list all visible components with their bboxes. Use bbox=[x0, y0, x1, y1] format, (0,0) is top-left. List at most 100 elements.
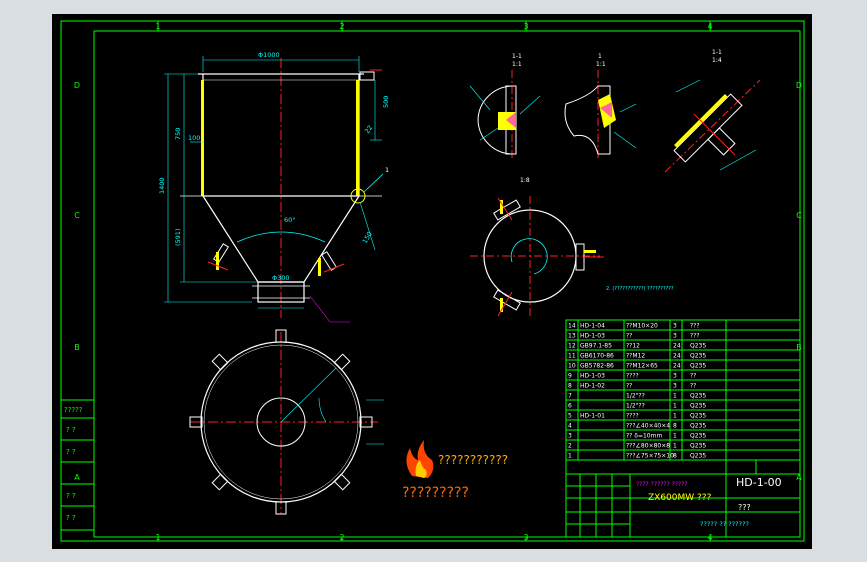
bom-cell-mat: Q235 bbox=[690, 413, 706, 420]
detail-3-scale: 1:4 bbox=[712, 57, 722, 64]
detail-1-title: 1-1 bbox=[512, 53, 522, 60]
bom-cell-mat: Q235 bbox=[690, 403, 706, 410]
bom-cell-code: HD-1-04 bbox=[580, 323, 605, 330]
stamp-5: ? ? bbox=[66, 514, 76, 522]
hopper-elevation: Φ1000 500 750 1400 100 (591) 60° Φ300 22… bbox=[158, 51, 390, 323]
bom-cell-no: 6 bbox=[568, 403, 572, 410]
dim-100: 100 bbox=[188, 134, 200, 142]
bom-cell-qty: 1 bbox=[673, 443, 677, 450]
col-mark-3-bottom: 3 bbox=[523, 533, 528, 542]
bom-cell-qty: 3 bbox=[673, 323, 677, 330]
col-mark-1-bottom: 1 bbox=[155, 533, 160, 542]
bom-cell-qty: 24 bbox=[673, 363, 681, 370]
bom-cell-qty: 3 bbox=[673, 333, 677, 340]
bom-cell-qty: 8 bbox=[673, 423, 677, 430]
bom-cell-mat: Q235 bbox=[690, 423, 706, 430]
bom-cell-no: 7 bbox=[568, 393, 572, 400]
bom-cell-no: 13 bbox=[568, 333, 576, 340]
bom-cell-code: GB97.1-85 bbox=[580, 343, 612, 350]
bom-cell-mat: Q235 bbox=[690, 353, 706, 360]
bom-cell-qty: 3 bbox=[673, 373, 677, 380]
watermark-line-1: ??????????? bbox=[438, 453, 508, 467]
bom-cell-mat: Q235 bbox=[690, 453, 706, 460]
stamp-3: ? ? bbox=[66, 448, 76, 456]
detail-inlet-view: 1:8 bbox=[470, 177, 604, 318]
outer-border bbox=[60, 20, 805, 542]
dim-angle: 60° bbox=[284, 216, 296, 224]
bom-cell-mat: ??? bbox=[690, 333, 700, 340]
inner-border bbox=[93, 30, 801, 538]
detail-1: 1 1:1 bbox=[564, 53, 637, 160]
bom-cell-mat: Q235 bbox=[690, 433, 706, 440]
bom-cell-name: ??M12 bbox=[626, 353, 645, 360]
col-mark-3: 3 bbox=[523, 22, 528, 31]
bom-cell-qty: 3 bbox=[673, 383, 677, 390]
bom-cell-code: GB5782-86 bbox=[580, 363, 614, 370]
bom-cell-name: 1/2"?? bbox=[626, 403, 645, 410]
bom-cell-no: 11 bbox=[568, 353, 576, 360]
bom-cell-name: ?? bbox=[626, 333, 632, 340]
bom-cell-name: ?? bbox=[626, 383, 632, 390]
detail-2-scale: 1:1 bbox=[596, 61, 606, 68]
flame-logo bbox=[406, 440, 434, 478]
bom-cell-no: 8 bbox=[568, 383, 572, 390]
bom-cell-name: ?? δ=10mm bbox=[626, 433, 662, 440]
dim-bottom-width: Φ300 bbox=[272, 274, 290, 282]
detail-4-title: 1:8 bbox=[520, 177, 530, 184]
bom-cell-qty: 1 bbox=[673, 393, 677, 400]
bom-cell-code: HD-1-01 bbox=[580, 413, 605, 420]
bom-cell-mat: Q235 bbox=[690, 363, 706, 370]
bom-row: 6 1/2"?? 1 Q235 bbox=[568, 403, 706, 410]
bom-cell-name: ??M10×20 bbox=[626, 323, 658, 330]
col-mark-4: 4 bbox=[707, 22, 712, 31]
bom-cell-no: 2 bbox=[568, 443, 572, 450]
stamp-4: ? ? bbox=[66, 492, 76, 500]
bom-cell-no: 5 bbox=[568, 413, 572, 420]
part-name: ??? bbox=[738, 503, 751, 512]
bom-cell-no: 14 bbox=[568, 323, 576, 330]
detail-1-scale: 1:1 bbox=[512, 61, 522, 68]
bom-cell-mat: ??? bbox=[690, 323, 700, 330]
dim-591: (591) bbox=[174, 229, 182, 246]
stamp-2: ? ? bbox=[66, 426, 76, 434]
title-block: HD-1-00 ???? ?????? ????? ZX600MW ??? ??… bbox=[565, 459, 801, 538]
project-name: ???? ?????? ????? bbox=[636, 481, 688, 488]
margin-stamp: ????? ? ? ? ? ? ? ? ? bbox=[60, 399, 95, 531]
bom-cell-no: 9 bbox=[568, 373, 572, 380]
detail-bracket: 1-1 1:4 bbox=[664, 49, 761, 173]
bom-cell-no: 4 bbox=[568, 423, 572, 430]
model-name: ZX600MW ??? bbox=[648, 493, 712, 503]
row-mark-d-right: D bbox=[796, 81, 802, 90]
watermark: ??????????? ????????? bbox=[402, 440, 508, 501]
watermark-line-2: ????????? bbox=[402, 485, 469, 501]
row-mark-a-right: A bbox=[796, 473, 802, 482]
detail-2-title: 1 bbox=[598, 53, 602, 60]
bom-cell-code: HD-1-02 bbox=[580, 383, 605, 390]
bom-cell-qty: 1 bbox=[673, 403, 677, 410]
bom-cell-name: ???? bbox=[626, 373, 639, 380]
bom-cell-mat: Q235 bbox=[690, 393, 706, 400]
bom-cell-mat: Q235 bbox=[690, 443, 706, 450]
dim-750: 750 bbox=[174, 128, 182, 140]
dim-500: 500 bbox=[382, 96, 390, 108]
bom-cell-no: 3 bbox=[568, 433, 572, 440]
bom-cell-no: 12 bbox=[568, 343, 576, 350]
bom-cell-qty: 24 bbox=[673, 343, 681, 350]
detail-1-1: 1-1 1:1 bbox=[469, 53, 541, 160]
dim-1400: 1400 bbox=[158, 177, 166, 194]
drawing-number: HD-1-00 bbox=[736, 476, 782, 489]
callout-label: 1 bbox=[385, 166, 389, 174]
bom-cell-no: 10 bbox=[568, 363, 576, 370]
detail-3-title: 1-1 bbox=[712, 49, 722, 56]
